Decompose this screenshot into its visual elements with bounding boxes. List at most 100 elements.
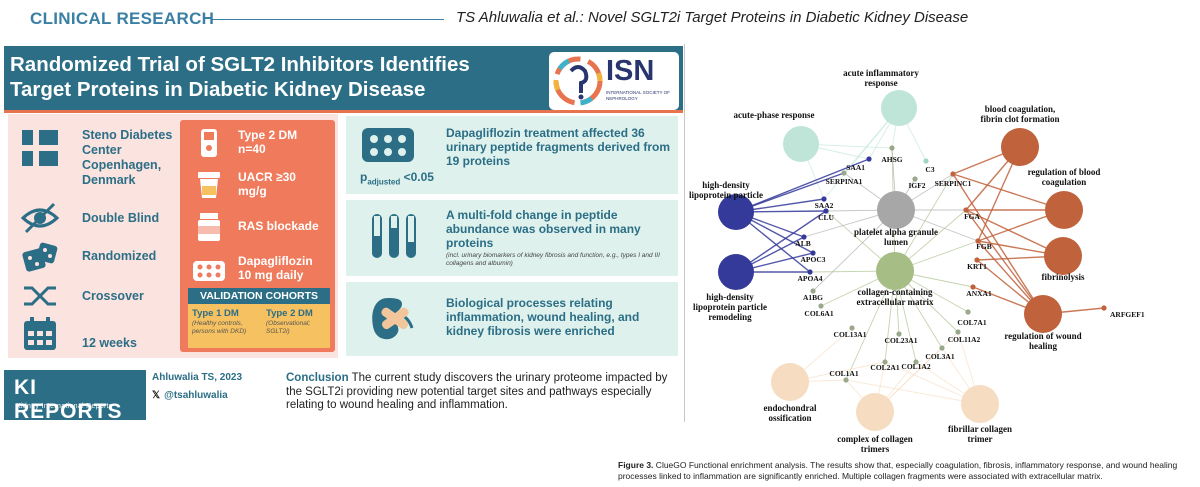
gene-node-apoa4 (807, 269, 813, 275)
test-tubes-icon (372, 214, 416, 258)
population-type: Type 2 DM n=40 (238, 128, 298, 156)
network-nodes (718, 90, 1107, 431)
term-node-acute-phase-response (783, 126, 819, 162)
visual-abstract: Randomized Trial of SGLT2 Inhibitors Ide… (4, 42, 683, 423)
term-label-acute-phase-response: acute-phase response (733, 110, 814, 120)
crossover-icon (24, 286, 56, 306)
banner-rule (4, 110, 683, 113)
dice-icon (22, 242, 58, 272)
gene-node-col23a1 (896, 331, 902, 337)
gene-label-apoa4: APOA4 (798, 274, 823, 283)
blister-pack-icon (193, 261, 225, 281)
edge-regulation-wound-healing-serpinc1 (952, 173, 1044, 315)
gene-label-col2a1: COL2A1 (870, 363, 899, 372)
edge-regulation-blood-coagulation-serpinc1 (952, 173, 1065, 211)
pill-bottle-icon (198, 213, 220, 241)
gene-label-col23a1: COL23A1 (885, 336, 918, 345)
design-blinding: Double Blind (82, 211, 160, 225)
validation-type2: Type 2 DM (Observational; SGLT2i) (266, 308, 313, 335)
edge-hdl-particle-serpina1 (735, 172, 845, 213)
conclusion: Conclusion The current study discovers t… (286, 372, 668, 411)
urine-cup-icon (198, 172, 220, 198)
gene-node-clu (823, 208, 829, 214)
gene-node-saa2 (821, 196, 827, 202)
gene-node-col6a1 (818, 303, 824, 309)
gene-label-saa2: SAA2 (815, 201, 834, 210)
edge-hdl-remodeling-clu (735, 210, 827, 273)
gene-node-saa1 (866, 156, 872, 162)
edge-complex-collagen-trimers-col11a2 (874, 331, 959, 413)
gene-node-ahsg (889, 145, 895, 151)
gene-label-krt1: KRT1 (967, 262, 987, 271)
result-pathways: Biological processes relating inflammati… (346, 282, 678, 356)
term-label-fibrinolysis: fibrinolysis (1041, 272, 1085, 282)
gene-node-col13a1 (849, 325, 855, 331)
gene-label-col1a1: COL1A1 (829, 369, 858, 378)
population-uacr: UACR ≥30 mg/g (238, 170, 296, 198)
header-rule (212, 19, 444, 20)
term-node-endochondral-ossification (771, 363, 809, 401)
population-panel: Type 2 DM n=40 UACR ≥30 mg/g RAS blockad… (180, 120, 335, 352)
gene-label-col3a1: COL3A1 (925, 352, 954, 361)
result-pathways-text: Biological processes relating inflammati… (446, 296, 640, 338)
term-node-collagen-containing-ecm (876, 252, 914, 290)
isn-logo: ISN INTERNATIONAL SOCIETY OF NEPHROLOGY (549, 52, 679, 110)
term-node-complex-collagen-trimers (856, 393, 894, 431)
gene-label-col1a2: COL1A2 (901, 362, 930, 371)
edge-fibrillar-collagen-trimer-col1a1 (845, 379, 981, 405)
gene-label-alb: ALB (795, 239, 810, 248)
gene-node-col7a1 (965, 309, 971, 315)
result-foldchange: A multi-fold change in peptide abundance… (346, 200, 678, 276)
gene-label-col11a2: COL11A2 (948, 335, 981, 344)
gene-node-serpina1 (841, 170, 847, 176)
twitter-handle[interactable]: 𝕏@tsahluwalia (152, 390, 228, 401)
glucose-meter-icon (201, 129, 217, 157)
term-node-fibrillar-collagen-trimer (961, 385, 999, 423)
term-node-platelet-alpha-granule-lumen (877, 191, 915, 229)
design-crossover: Crossover (82, 289, 144, 303)
gene-node-a1bg (810, 288, 816, 294)
edge-hdl-particle-saa1 (735, 158, 870, 213)
flag-icon (22, 130, 58, 166)
edge-regulation-wound-healing-fga (965, 209, 1044, 315)
figure-caption: Figure 3. ClueGO Functional enrichment a… (618, 460, 1178, 481)
term-node-regulation-wound-healing (1024, 295, 1062, 333)
gene-label-a1bg: A1BG (803, 293, 823, 302)
term-node-blood-coagulation (1001, 128, 1039, 166)
validation-cohorts: VALIDATION COHORTS Type 1 DM (Healthy co… (188, 288, 330, 348)
gene-node-anxa1 (970, 284, 976, 290)
edge-collagen-containing-ecm-col1a1 (845, 270, 896, 381)
gene-node-igf2 (912, 176, 918, 182)
design-site: Steno Diabetes Center Copenhagen, Denmar… (82, 128, 173, 187)
validation-type1: Type 1 DM (Healthy controls, persons wit… (192, 308, 247, 335)
p-adjusted-label: padjusted <0.05 (360, 170, 434, 187)
section-label: CLINICAL RESEARCH (30, 9, 215, 28)
gene-node-col1a1 (843, 377, 849, 383)
gene-label-col6a1: COL6A1 (804, 309, 833, 318)
term-label-blood-coagulation: blood coagulation,fibrin clot formation (981, 104, 1060, 124)
calendar-icon (24, 317, 56, 350)
kidney-icon (372, 298, 414, 340)
gene-label-col13a1: COL13A1 (834, 330, 867, 339)
design-duration: 12 weeks (82, 336, 137, 350)
gene-node-arfgef1 (1101, 305, 1107, 311)
gene-node-apoc3 (810, 250, 816, 256)
result-peptides: padjusted <0.05 Dapagliflozin treatment … (346, 116, 678, 194)
gene-node-c3 (923, 158, 929, 164)
design-randomized: Randomized (82, 249, 157, 263)
gene-label-igf2: IGF2 (908, 181, 925, 190)
gene-label-arfgef1: ARFGEF1 (1110, 310, 1145, 319)
gene-node-serpinc1 (950, 171, 956, 177)
abstract-banner: Randomized Trial of SGLT2 Inhibitors Ide… (4, 46, 683, 110)
term-node-regulation-blood-coagulation (1045, 191, 1083, 229)
gene-label-serpinc1: SERPINC1 (935, 179, 972, 188)
gene-node-krt1 (974, 257, 980, 263)
column-divider (684, 44, 685, 422)
